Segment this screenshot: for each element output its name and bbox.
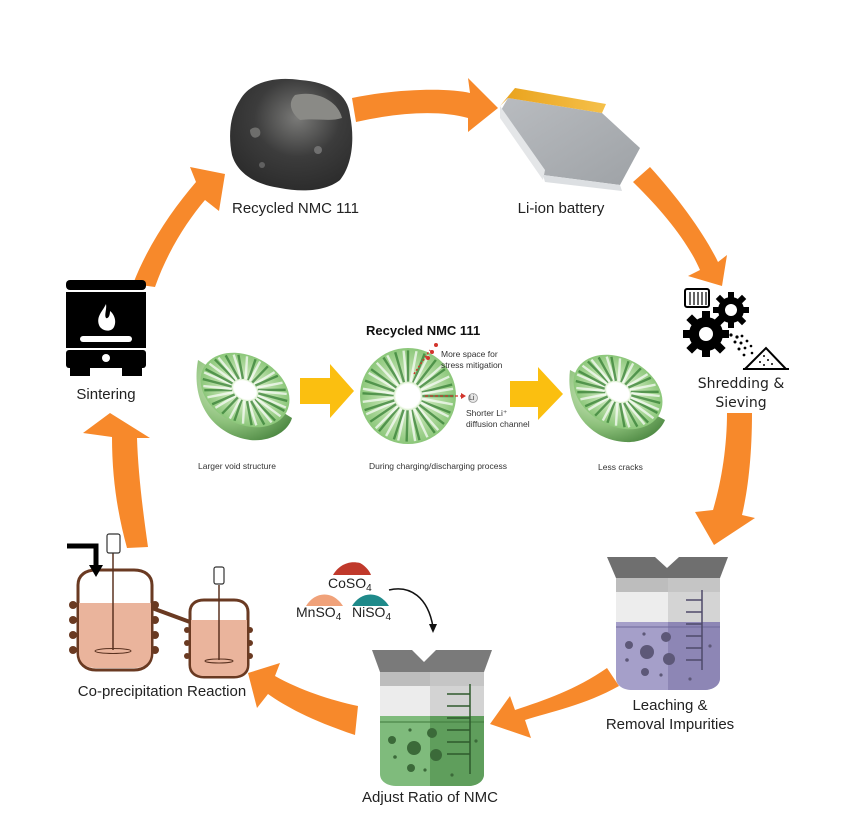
- sphere-ray: [619, 358, 620, 381]
- arrow-recycled-to-battery: [352, 78, 498, 132]
- label-shredding: Shredding & Sieving: [686, 375, 796, 413]
- small-gear-icon: [713, 292, 749, 328]
- arrow-battery-to-shredding: [633, 167, 727, 286]
- label-mnso4: MnSO4: [296, 604, 341, 623]
- label-leaching: Leaching & Removal Impurities: [590, 696, 750, 734]
- annotation-li: Li: [469, 393, 474, 404]
- mnso4-sub: 4: [336, 612, 342, 623]
- left-sphere-icon: [188, 338, 303, 442]
- arrow-adjust-to-coprecip: [248, 663, 358, 735]
- sintering-furnace-icon: [66, 280, 146, 376]
- caption-left-sphere: Larger void structure: [198, 461, 276, 472]
- sphere-ray: [407, 410, 408, 441]
- label-leaching-line2: Removal Impurities: [590, 715, 750, 734]
- sphere-ray: [246, 356, 247, 379]
- yellow-arrow-1: [300, 364, 354, 418]
- sphere-ray: [616, 403, 617, 426]
- center-title: Recycled NMC 111: [366, 323, 480, 338]
- caption-middle-sphere: During charging/discharging process: [369, 461, 507, 472]
- arrow-shredding-to-leaching: [695, 413, 755, 545]
- arrow-coprecip-to-sintering: [83, 413, 150, 548]
- leaching-beaker-icon: [607, 557, 728, 690]
- annotation-stress-line1: More space for: [441, 349, 502, 360]
- annotation-stress-line2: stress mitigation: [441, 360, 502, 371]
- annotation-diffusion-line2: diffusion channel: [466, 419, 530, 430]
- annotation-diffusion: Shorter Li⁺ diffusion channel: [466, 408, 530, 430]
- label-shredding-line2: Sieving: [686, 394, 796, 413]
- annotation-diffusion-line1: Shorter Li⁺: [466, 408, 530, 419]
- particles-icon: [729, 333, 753, 356]
- mnso4-base: MnSO: [296, 604, 336, 620]
- sphere-ray: [243, 401, 244, 424]
- niso4-sub: 4: [385, 612, 391, 623]
- right-sphere-icon: [561, 340, 676, 444]
- niso4-base: NiSO: [352, 604, 385, 620]
- center-inset: [188, 338, 676, 444]
- label-leaching-line1: Leaching &: [590, 696, 750, 715]
- caption-right-sphere: Less cracks: [598, 462, 643, 473]
- coso4-base: CoSO: [328, 575, 366, 591]
- recycled-nmc-particle-icon: [230, 79, 352, 191]
- label-co-precipitation: Co-precipitation Reaction: [62, 682, 262, 701]
- coso4-sub: 4: [366, 583, 372, 594]
- co-precipitation-reactors-icon: [67, 534, 253, 677]
- add-chemicals-arrow-icon: [389, 589, 433, 627]
- annotation-stress: More space for stress mitigation: [441, 349, 502, 371]
- label-niso4: NiSO4: [352, 604, 391, 623]
- label-sintering: Sintering: [66, 385, 146, 404]
- label-shredding-line1: Shredding &: [686, 375, 796, 394]
- label-coso4: CoSO4: [328, 575, 372, 594]
- shredding-sieving-icon: [683, 289, 789, 369]
- li-ion-battery-icon: [500, 88, 640, 191]
- label-recycled-nmc: Recycled NMC 111: [232, 199, 352, 218]
- label-adjust-ratio: Adjust Ratio of NMC: [350, 788, 510, 807]
- adjust-ratio-beaker-icon: [372, 650, 492, 786]
- coso4-powder-icon: [333, 562, 371, 575]
- arrow-sintering-to-recycled: [133, 167, 225, 287]
- label-li-ion-battery: Li-ion battery: [501, 199, 621, 218]
